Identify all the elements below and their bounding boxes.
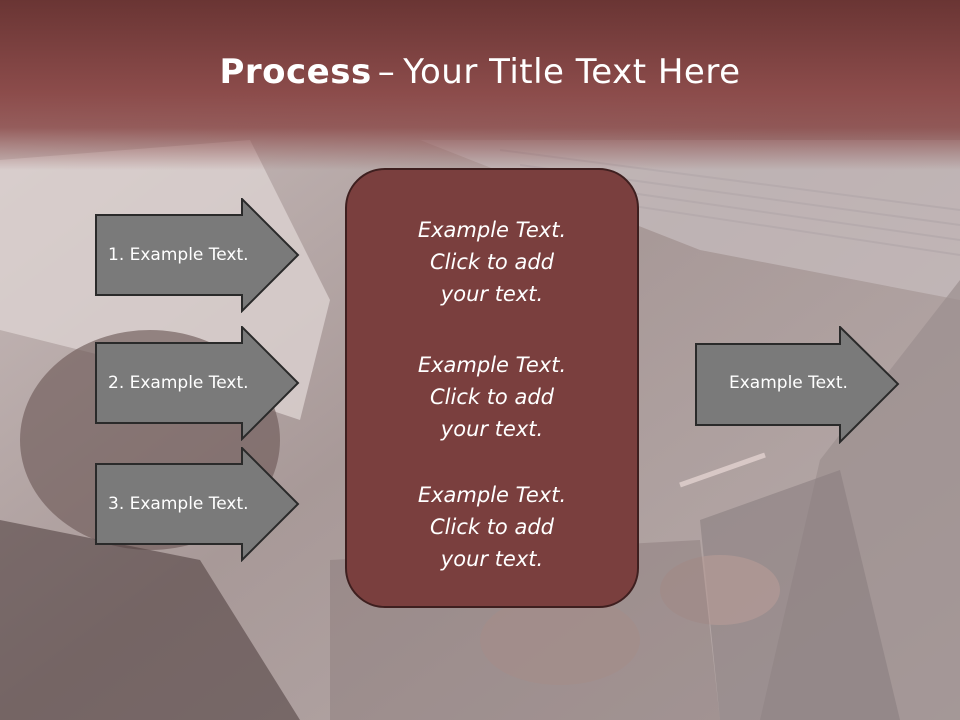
arrow-shape-icon	[95, 326, 300, 441]
text-block-1: Example Text. Click to add your text.	[347, 214, 637, 310]
result-arrow[interactable]: Example Text.	[695, 326, 900, 444]
block-1-line-1: Example Text.	[417, 218, 567, 242]
block-3-line-1: Example Text.	[417, 483, 567, 507]
step-1-label: 1. Example Text.	[108, 245, 249, 265]
block-1-line-3: your text.	[440, 282, 544, 306]
step-arrow-1[interactable]: 1. Example Text.	[95, 198, 300, 313]
slide-title[interactable]: Process–Your Title Text Here	[0, 52, 960, 92]
step-arrow-2[interactable]: 2. Example Text.	[95, 326, 300, 441]
block-2-line-2: Click to add	[429, 385, 554, 409]
result-label: Example Text.	[729, 373, 848, 393]
text-block-3: Example Text. Click to add your text.	[347, 479, 637, 575]
arrow-shape-icon	[695, 326, 900, 444]
step-3-label: 3. Example Text.	[108, 494, 249, 514]
text-block-2: Example Text. Click to add your text.	[347, 349, 637, 445]
step-2-label: 2. Example Text.	[108, 373, 249, 393]
center-text-box[interactable]: Example Text. Click to add your text. Ex…	[345, 168, 639, 608]
title-bold: Process	[219, 52, 372, 92]
block-2-line-3: your text.	[440, 417, 544, 441]
block-1-line-2: Click to add	[429, 250, 554, 274]
title-dash: –	[377, 52, 396, 92]
block-3-line-3: your text.	[440, 547, 544, 571]
step-arrow-3[interactable]: 3. Example Text.	[95, 447, 300, 562]
title-bar	[0, 0, 960, 170]
block-2-line-1: Example Text.	[417, 353, 567, 377]
arrow-shape-icon	[95, 198, 300, 313]
arrow-shape-icon	[95, 447, 300, 562]
title-rest: Your Title Text Here	[403, 52, 741, 92]
block-3-line-2: Click to add	[429, 515, 554, 539]
